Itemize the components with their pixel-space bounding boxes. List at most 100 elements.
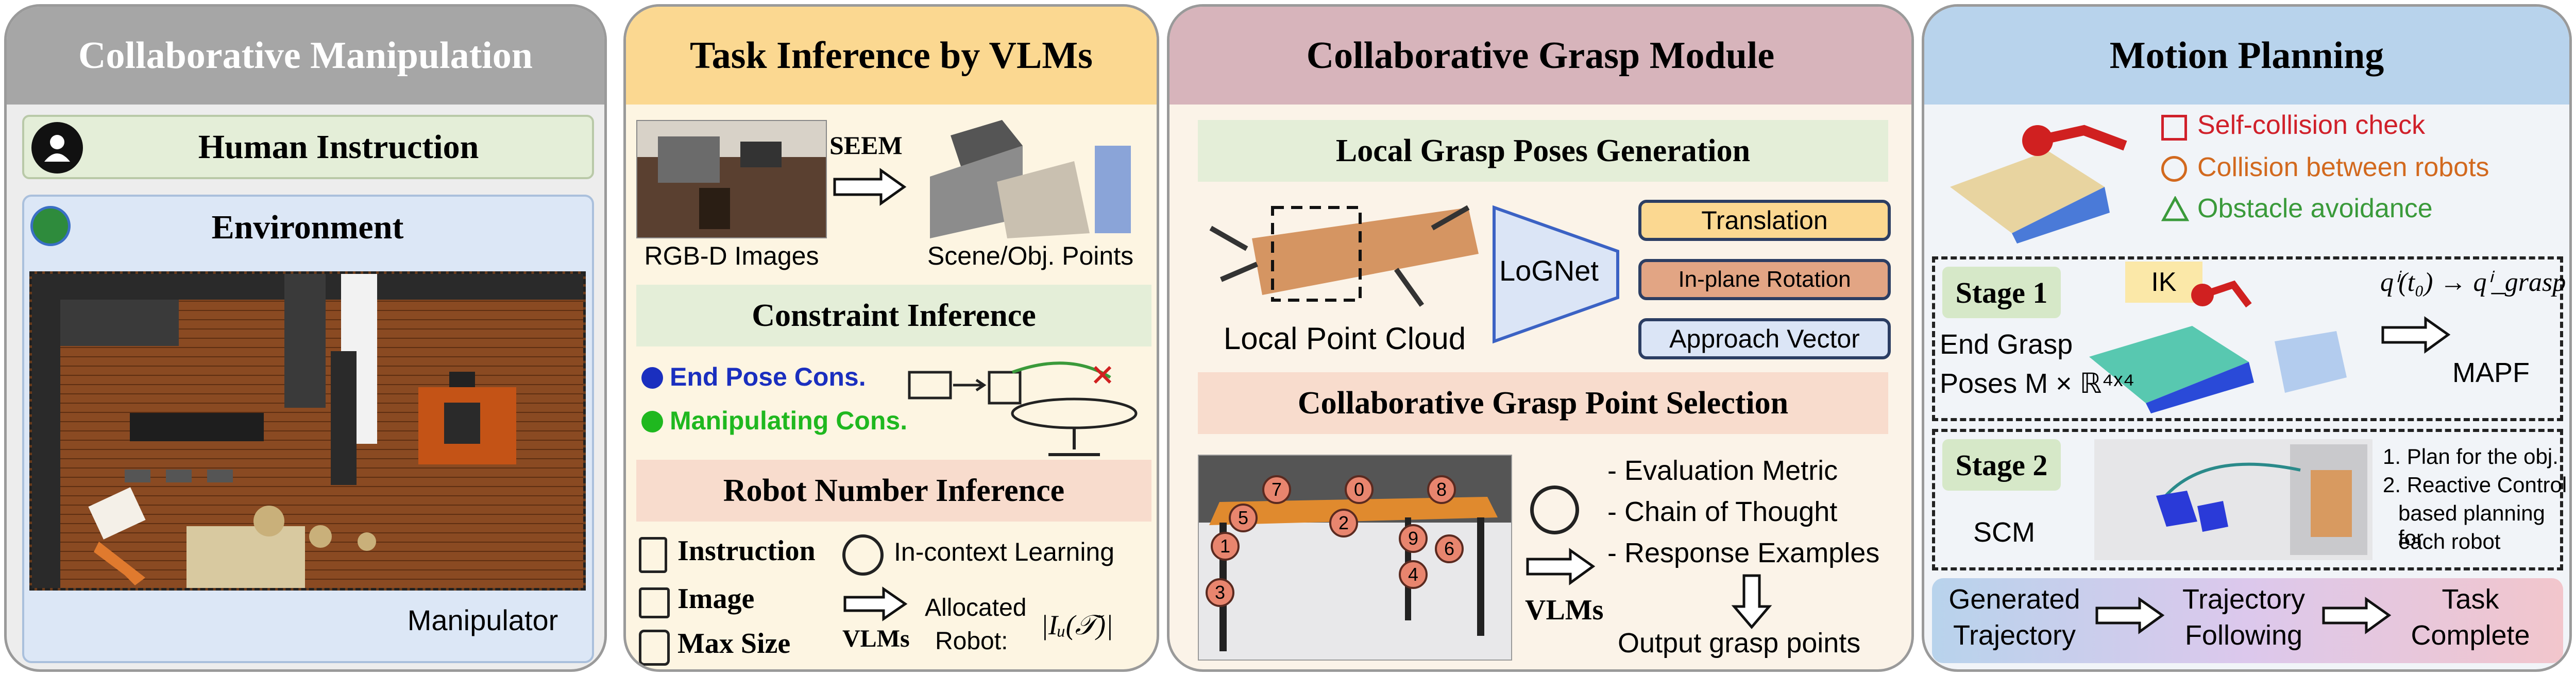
stage1-formula: qⁱ(t₀) → qⁱ_grasp bbox=[2380, 268, 2566, 297]
arrow-right-icon bbox=[2094, 596, 2166, 637]
metric-item-3: - Response Examples bbox=[1607, 538, 1880, 568]
manipulating-dot-icon bbox=[641, 411, 663, 432]
grasp-point-5: 5 bbox=[1229, 504, 1258, 532]
constraint-inference-header: Constraint Inference bbox=[636, 285, 1151, 346]
human-instruction-box: Human Instruction bbox=[22, 115, 594, 179]
rgbd-image bbox=[636, 120, 827, 238]
user-icon bbox=[31, 122, 83, 174]
plan-line-2: 2. Reactive Control bbox=[2383, 473, 2567, 497]
panel-task-inference: Task Inference by VLMs SEEM RGB-D Images… bbox=[623, 4, 1159, 672]
task-line-2: Complete bbox=[2411, 620, 2530, 651]
legend-self-collision: Self-collision check bbox=[2197, 110, 2426, 140]
panel-title: Collaborative Manipulation bbox=[7, 7, 604, 105]
arrow-right-icon bbox=[2321, 596, 2393, 637]
allocated-formula: |Iᵤ(𝒯)| bbox=[1041, 610, 1113, 640]
robot-icon bbox=[639, 630, 670, 666]
image-icon bbox=[639, 587, 670, 618]
environment-box: Environment bbox=[22, 195, 594, 663]
metric-item-2: - Chain of Thought bbox=[1607, 496, 1838, 527]
stage2-box bbox=[1932, 429, 2563, 570]
max-size-label: Max Size bbox=[677, 628, 791, 660]
following-line-1: Trajectory bbox=[2182, 584, 2306, 615]
following-line-2: Following bbox=[2184, 620, 2303, 651]
allocated-label: Allocated bbox=[925, 594, 1027, 621]
plan-line-3: based planning for bbox=[2398, 501, 2545, 550]
chair-table-sketch bbox=[904, 357, 1141, 460]
end-grasp-label: End Grasp bbox=[1940, 329, 2073, 360]
grasp-point-6: 6 bbox=[1435, 534, 1464, 563]
robot-pointcloud-render bbox=[2079, 274, 2357, 413]
openai-icon bbox=[1530, 486, 1579, 534]
manipulator-label: Manipulator bbox=[407, 604, 558, 636]
task-line-1: Task bbox=[2442, 584, 2499, 615]
generated-line-2: Trajectory bbox=[1953, 620, 2076, 651]
manipulating-label: Manipulating Cons. bbox=[670, 406, 908, 435]
metric-item-1: - Evaluation Metric bbox=[1607, 455, 1838, 486]
grasp-point-4: 4 bbox=[1399, 560, 1428, 589]
approach-vector-box: Approach Vector bbox=[1638, 318, 1891, 359]
translation-box: Translation bbox=[1638, 200, 1891, 241]
grasp-point-9: 9 bbox=[1399, 524, 1428, 553]
local-point-cloud-label: Local Point Cloud bbox=[1223, 321, 1466, 356]
robot-collision-render bbox=[1935, 110, 2151, 244]
inplane-rotation-box: In-plane Rotation bbox=[1638, 259, 1891, 300]
lognet-label: LoGNet bbox=[1499, 254, 1599, 287]
panel-grasp-module: Collaborative Grasp Module Local Grasp P… bbox=[1167, 4, 1914, 672]
panel-title: Task Inference by VLMs bbox=[626, 7, 1157, 105]
mapf-label: MAPF bbox=[2452, 357, 2530, 388]
stage1-label: Stage 1 bbox=[1942, 267, 2061, 318]
environment-render bbox=[29, 271, 586, 591]
grasp-point-7: 7 bbox=[1262, 475, 1291, 504]
vlms-label: VLMs bbox=[842, 625, 910, 652]
panel-title: Collaborative Grasp Module bbox=[1170, 7, 1911, 105]
local-point-cloud-render bbox=[1200, 192, 1489, 321]
plan-line-1: 1. Plan for the obj. bbox=[2383, 444, 2558, 469]
scene-caption: Scene/Obj. Points bbox=[927, 241, 1134, 270]
arrow-right-icon bbox=[2380, 316, 2452, 357]
end-pose-label: End Pose Cons. bbox=[670, 362, 866, 391]
legend-triangle-icon bbox=[2161, 195, 2190, 224]
stage1-box bbox=[1932, 256, 2563, 421]
environment-label: Environment bbox=[211, 209, 404, 246]
lognet-trapezoid bbox=[1492, 205, 1620, 344]
panel-collaborative-manipulation: Collaborative Manipulation Human Instruc… bbox=[4, 4, 607, 672]
seem-label: SEEM bbox=[829, 131, 903, 160]
trajectory-flow-bar bbox=[1932, 578, 2563, 663]
grasp-point-2: 2 bbox=[1329, 509, 1358, 538]
stage2-render bbox=[2094, 439, 2372, 560]
legend-circle-icon bbox=[2161, 156, 2187, 182]
ik-box: IK bbox=[2125, 262, 2202, 303]
arrow-right-icon bbox=[1525, 547, 1597, 588]
human-instruction-label: Human Instruction bbox=[198, 128, 479, 166]
arrow-right-icon bbox=[832, 166, 909, 210]
openai-icon bbox=[842, 534, 884, 576]
robot-number-header: Robot Number Inference bbox=[636, 460, 1151, 522]
stage2-label: Stage 2 bbox=[1942, 439, 2061, 491]
grasp-point-3: 3 bbox=[1206, 578, 1234, 607]
end-pose-dot-icon bbox=[641, 367, 663, 389]
legend-robot-collision: Collision between robots bbox=[2197, 152, 2489, 182]
legend-square-icon bbox=[2161, 115, 2187, 141]
panel-title: Motion Planning bbox=[1924, 7, 2569, 105]
robot-label: Robot: bbox=[935, 628, 1008, 655]
plan-line-4: each robot bbox=[2398, 529, 2501, 553]
image-label: Image bbox=[677, 583, 755, 615]
poses-label: Poses M × ℝ⁴ˣ⁴ bbox=[1940, 368, 2135, 399]
scene-object-points bbox=[920, 115, 1136, 244]
grasp-point-0: 0 bbox=[1345, 475, 1374, 504]
legend-obstacle: Obstacle avoidance bbox=[2197, 194, 2433, 223]
grasp-point-8: 8 bbox=[1427, 475, 1456, 504]
in-context-label: In-context Learning bbox=[894, 538, 1115, 566]
grasp-selection-header: Collaborative Grasp Point Selection bbox=[1198, 372, 1888, 434]
rgbd-caption: RGB-D Images bbox=[644, 241, 819, 270]
instruction-label: Instruction bbox=[677, 535, 816, 567]
local-grasp-header: Local Grasp Poses Generation bbox=[1198, 120, 1888, 182]
arrow-right-icon bbox=[842, 586, 909, 625]
globe-icon bbox=[30, 206, 71, 246]
grasp-point-1: 1 bbox=[1211, 532, 1240, 561]
panel-motion-planning: Motion Planning Self-collision check Col… bbox=[1922, 4, 2572, 672]
output-grasp-label: Output grasp points bbox=[1618, 628, 1861, 658]
arrow-down-icon bbox=[1731, 573, 1772, 632]
document-icon bbox=[639, 537, 667, 573]
vlms-label: VLMs bbox=[1525, 594, 1604, 626]
